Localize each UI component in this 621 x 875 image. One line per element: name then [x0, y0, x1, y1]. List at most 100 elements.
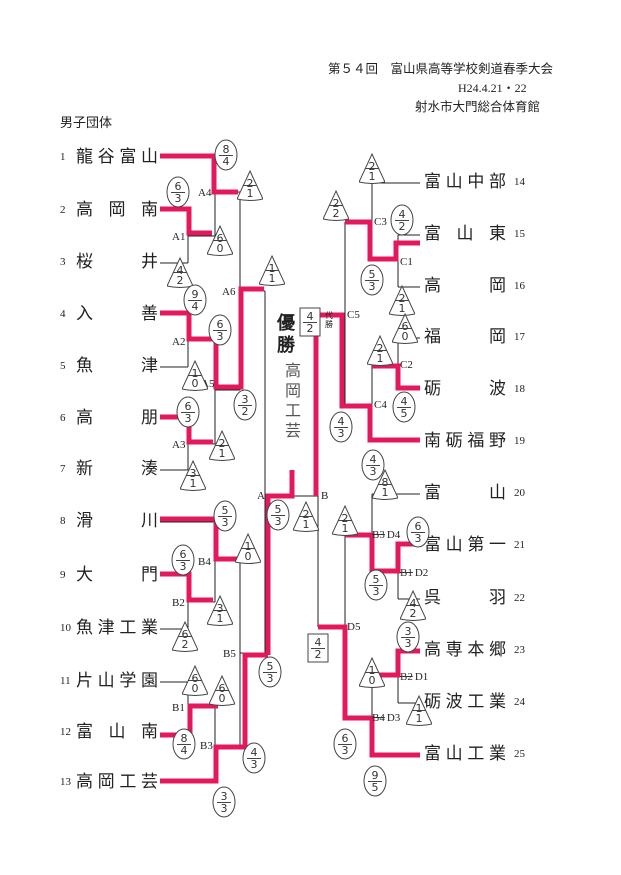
score-circle-icon [166, 176, 190, 208]
score-bottom: 3 [414, 532, 422, 545]
score-triangle-icon [182, 359, 208, 391]
winner-path [265, 470, 295, 655]
match-label-text: A [257, 490, 265, 502]
score-top: 3 [189, 467, 197, 480]
match-label: C1 [400, 256, 413, 268]
score-triangle-icon [207, 224, 233, 256]
score-triangle-icon [237, 169, 263, 201]
score-circle-icon [363, 765, 387, 797]
score-circle-icon [258, 656, 282, 688]
match-label-text: A4 [198, 187, 212, 199]
score-top: 2 [332, 197, 340, 210]
score-top: 2 [376, 342, 384, 355]
score-circle-icon [214, 139, 238, 171]
score-circle-icon [360, 264, 384, 296]
score-circle-icon [364, 569, 388, 601]
daisho-note: 代勝 [325, 311, 333, 329]
score-bottom: 1 [302, 518, 310, 531]
score-bottom: 3 [174, 192, 182, 205]
score-top: 1 [191, 367, 199, 380]
score-bottom: 3 [216, 330, 224, 343]
score-top: 6 [191, 672, 199, 685]
score-top: 2 [218, 437, 226, 450]
score-top: 5 [368, 268, 376, 281]
team-name: 南砺福野 [424, 431, 506, 450]
score-bottom: 4 [180, 744, 188, 757]
score-circle-icon [333, 728, 357, 760]
team-number: 14 [514, 176, 525, 188]
score-bottom: 0 [218, 692, 226, 705]
team-number: 24 [514, 696, 525, 708]
struck-label: B4 [372, 712, 385, 724]
category-label: 男子団体 [60, 115, 113, 130]
team-number: 11 [60, 675, 71, 687]
tournament-title: 第５４回 富山県高等学校剣道春季大会 [328, 62, 554, 76]
team-name: 新湊 [76, 459, 158, 478]
match-label: A3 [172, 439, 185, 451]
match-label-text: C4 [374, 399, 387, 411]
winner-path [160, 153, 238, 195]
score-circle-icon [213, 500, 237, 532]
team-name: 富山中部 [424, 172, 506, 191]
match-label-text: C5 [347, 309, 360, 321]
score-bottom: 3 [368, 280, 376, 293]
score-top: 4 [250, 746, 258, 759]
score-top: 4 [337, 415, 345, 428]
score-circle-icon [171, 544, 195, 576]
score-circle-icon [172, 728, 196, 760]
score-circle-icon [406, 516, 430, 548]
score-top: 1 [244, 540, 252, 553]
score-bottom: 0 [401, 330, 409, 343]
score-triangle-icon [359, 656, 385, 688]
score-circle-icon [212, 786, 236, 818]
score-circle-icon [233, 389, 257, 421]
team-number: 17 [514, 331, 525, 343]
team-number: 13 [60, 776, 71, 788]
match-label: D5 [347, 621, 360, 633]
score-top: 6 [216, 232, 224, 245]
score-top: 5 [221, 504, 229, 517]
tournament-venue: 射水市大門総合体育館 [415, 100, 541, 114]
team-name: 富山第一 [424, 535, 506, 554]
winner-path [345, 219, 420, 262]
team-number: 23 [514, 644, 525, 656]
score-circle-icon [329, 411, 353, 443]
winner-path [160, 414, 213, 445]
winner-path [160, 516, 241, 562]
match-label: B [321, 490, 328, 502]
winner-path [160, 206, 212, 236]
match-label-text: C2 [400, 359, 413, 371]
team-number: 12 [60, 726, 71, 738]
team-number: 9 [60, 569, 66, 581]
score-top: 6 [218, 682, 226, 695]
score-bottom: 1 [381, 486, 389, 499]
score-triangle-icon [332, 504, 358, 536]
score-top: 6 [401, 320, 409, 333]
team-number: 6 [60, 412, 66, 424]
score-top: 2 [341, 512, 349, 525]
score-bottom: 4 [222, 155, 230, 168]
score-circle-icon [396, 621, 420, 653]
